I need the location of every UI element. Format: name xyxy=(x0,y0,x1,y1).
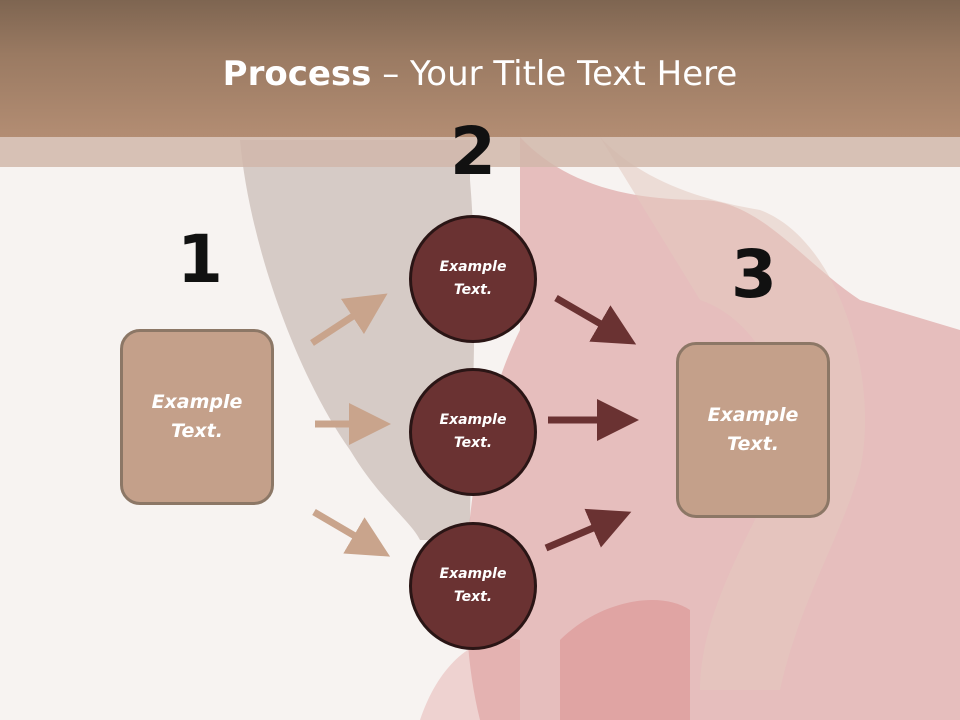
header-band xyxy=(0,0,960,137)
title-dash: – xyxy=(371,54,411,94)
circle-middle-text: Example Text. xyxy=(439,412,507,451)
circle-bottom-text: Example Text. xyxy=(439,566,507,605)
step1-box-text: Example Text. xyxy=(151,391,243,442)
step-number-3: 3 xyxy=(731,236,777,313)
step2-circle-bottom[interactable]: Example Text. xyxy=(409,522,537,650)
step1-box[interactable]: Example Text. xyxy=(120,329,274,505)
header-strip xyxy=(0,137,960,167)
arrow-circle1-to-box3 xyxy=(554,294,637,345)
step3-box-text: Example Text. xyxy=(707,404,799,455)
step2-circle-top[interactable]: Example Text. xyxy=(409,215,537,343)
title-bold: Process xyxy=(222,54,372,94)
step2-circle-middle[interactable]: Example Text. xyxy=(409,368,537,496)
circle-top-text: Example Text. xyxy=(439,259,507,298)
step-number-1: 1 xyxy=(177,221,223,298)
title-rest: Your Title Text Here xyxy=(410,54,738,94)
step-number-2: 2 xyxy=(450,113,496,190)
step3-box[interactable]: Example Text. xyxy=(676,342,830,518)
arrow-box1-to-circle1 xyxy=(310,293,388,346)
slide-title: Process – Your Title Text Here xyxy=(0,52,960,96)
arrow-box1-to-circle3 xyxy=(312,508,391,557)
arrow-circle3-to-box3 xyxy=(544,508,632,552)
